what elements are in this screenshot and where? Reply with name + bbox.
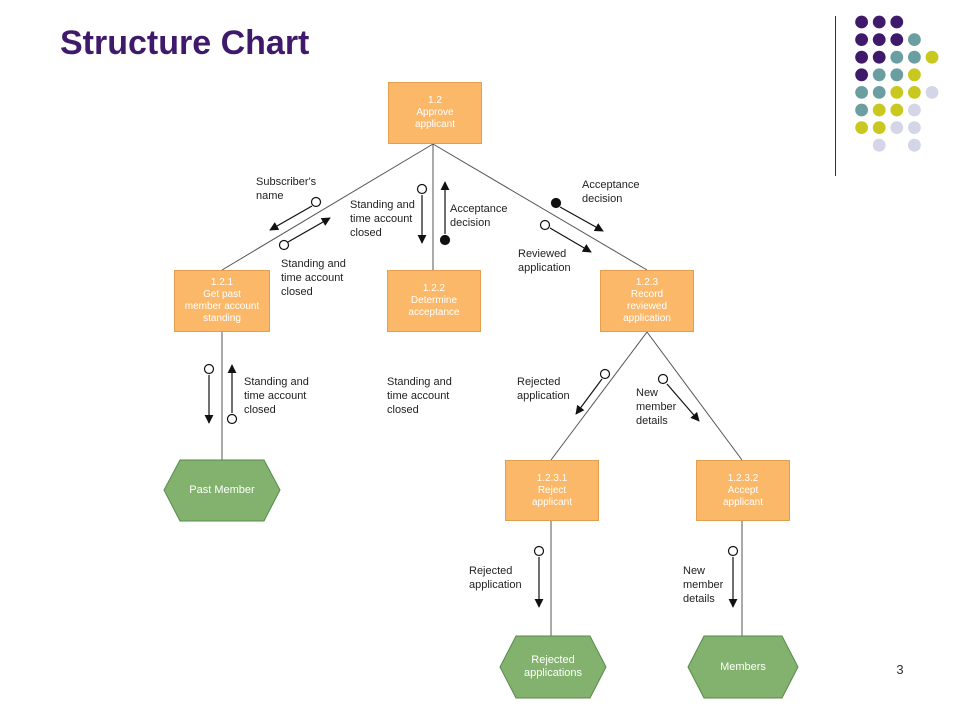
couple-open-circle [533,545,545,557]
title-divider-line [835,16,836,176]
connector-approve-getpast [221,143,434,271]
couple-open-circle [599,368,611,380]
datastore-members-label: Members [720,660,766,673]
couple-arrow-rejected-application [575,378,603,415]
couple-open-circle [226,413,238,425]
couple-filled-circle [439,234,451,246]
datastore-past-member-label: Past Member [189,484,255,496]
datastore-rejected-applications-label: Rejected applications [523,654,583,679]
couple-arrow-subscribers-name [269,205,313,231]
datastore-past-member-hexagon [163,459,281,522]
couple-arrow-acceptance-right [559,206,604,232]
slide-title: Structure Chart [60,24,310,62]
couple-open-circle [310,196,322,208]
couple-open-circle [416,183,428,195]
couple-open-circle [657,373,669,385]
couple-open-circle [203,363,215,375]
couple-open-circle [278,239,290,251]
module-determine-acceptance: 1.2.2 Determine acceptance [387,270,481,332]
connector-record-accept [646,331,743,461]
module-approve-applicant: 1.2 Approve applicant [388,82,482,144]
datastore-rejected-applications-hexagon [499,635,607,699]
couple-open-circle [539,219,551,231]
module-reject-applicant: 1.2.3.1 Reject applicant [505,460,599,521]
couple-arrow-reviewed-application [549,227,592,253]
connector-approve-record [432,143,648,271]
datastore-members-hexagon [687,635,799,699]
couple-arrow-new-member-details [666,383,700,422]
couple-open-circle [727,545,739,557]
couple-arrow-standing-up [287,217,331,243]
module-get-past-member-account-standing: 1.2.1 Get past member account standing [174,270,270,332]
module-record-reviewed-application: 1.2.3 Record reviewed application [600,270,694,332]
module-accept-applicant: 1.2.3.2 Accept applicant [696,460,790,521]
slide-page-number: 3 [896,662,904,677]
couple-filled-circle [550,197,562,209]
connector-record-reject [550,331,648,461]
